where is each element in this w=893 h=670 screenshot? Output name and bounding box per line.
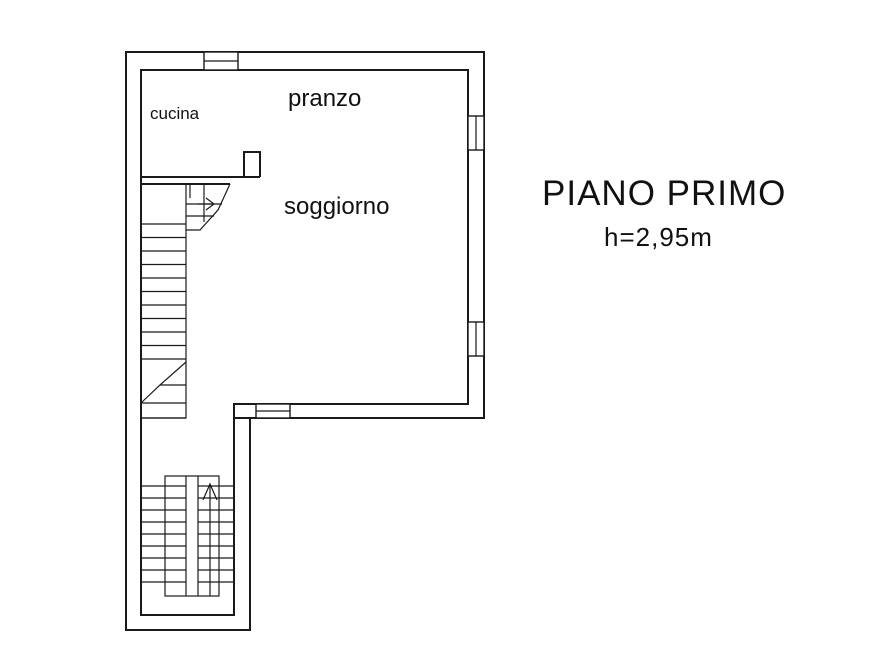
upper-staircase [140,183,231,419]
landing-jambs [141,404,250,419]
outer-walls [125,51,485,631]
room-label-living: soggiorno [284,193,389,220]
lower-staircase [141,475,234,597]
plan-title: PIANO PRIMO [542,174,786,213]
plan-height: h=2,95m [604,222,713,252]
room-label-kitchen: cucina [150,104,200,123]
kitchen-partition [141,151,261,185]
room-label-dining: pranzo [288,85,361,112]
windows [203,51,485,419]
